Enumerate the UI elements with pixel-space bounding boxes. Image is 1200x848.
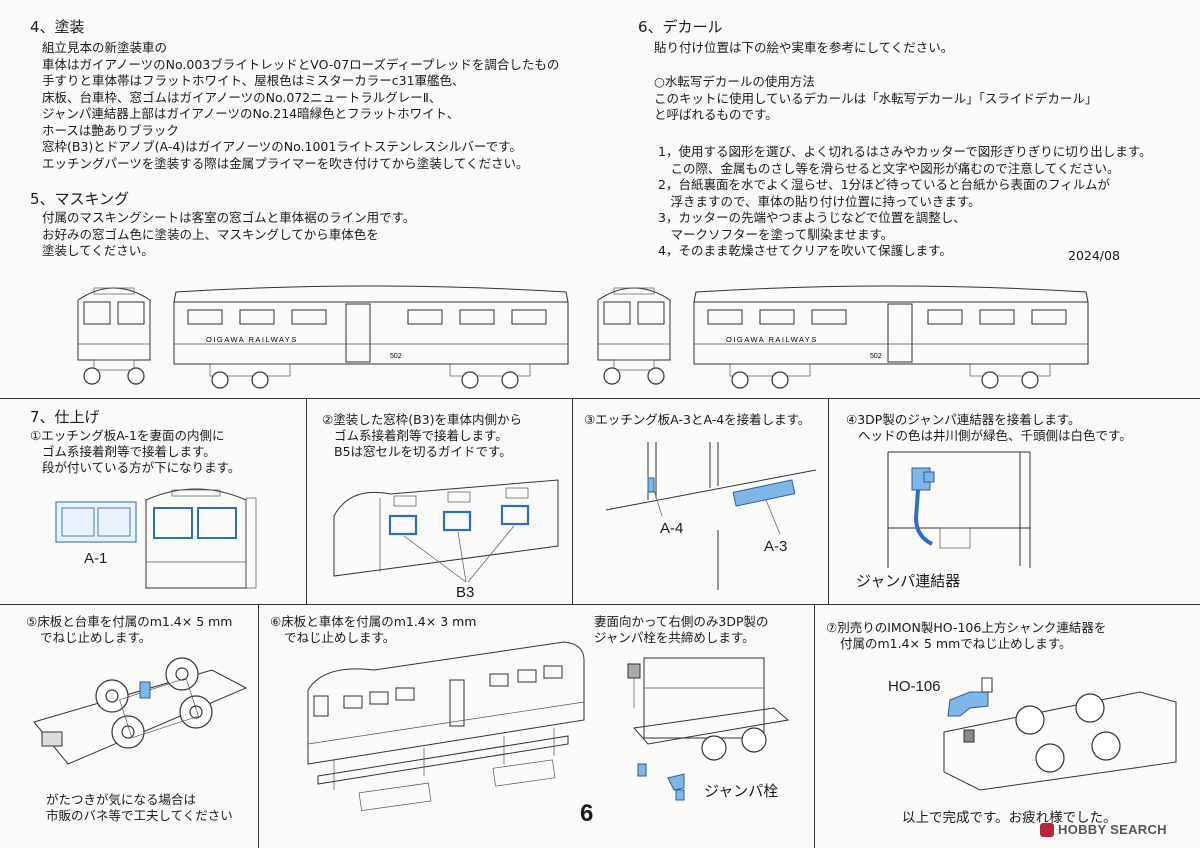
watermark-text: HOBBY SEARCH (1058, 822, 1167, 837)
step2-text: ②塗装した窓枠(B3)を車体内側から ゴム系接着剤等で接着します。 B5は窓セル… (322, 412, 522, 460)
step7-line: 付属のm1.4× 5 mmでねじ止めします。 (840, 636, 1072, 651)
step6-line: でねじ止めします。 (284, 630, 396, 645)
sec6-heading: 6、デカール (638, 18, 723, 36)
car-side-right: OIGAWA RAILWAYS 502 (693, 285, 1089, 389)
step2-line: B5は窓セルを切るガイドです。 (334, 444, 512, 459)
sec6-step: 3，カッターの先端やつまようじなどで位置を調整し、 (658, 210, 966, 225)
sec4-body: 組立見本の新塗装車の 車体はガイアノーツのNo.003ブライトレッドとVO-07… (42, 40, 559, 172)
divider (572, 398, 573, 604)
step7-line: ⑦別売りのIMON製HO-106上方シャンク連結器を (826, 620, 1107, 635)
step3-line: ③エッチング板A-3とA-4を接着します。 (584, 412, 811, 427)
sec4-line: 組立見本の新塗装車の (42, 40, 168, 55)
step1-label: A-1 (84, 550, 108, 567)
step2-line: ゴム系接着剤等で接着します。 (334, 428, 508, 443)
sec6-steps: 1，使用する図形を選び、よく切れるはさみやカッターで図形ぎりぎりに切り出します。… (658, 144, 1151, 260)
sec6-step: マークソフターを塗って馴染ませます。 (658, 226, 894, 242)
sec4-line: エッチングパーツを塗装する際は金属プライマーを吹き付けてから塗装してください。 (42, 155, 529, 171)
step5-note-line: 市販のバネ等で工夫してください (46, 808, 233, 823)
sec6-sub-line: このキットに使用しているデカールは「水転写デカール」「スライドデカール」 (654, 90, 1098, 106)
step2-line: ②塗装した窓枠(B3)を車体内側から (322, 412, 522, 427)
sec5-heading: 5、マスキング (30, 190, 130, 208)
step4-line: ヘッドの色は井川側が緑色、千頭側は白色です。 (858, 428, 1132, 443)
sec4-line: ホースは艶ありブラック (42, 122, 179, 138)
sec6-intro: 貼り付け位置は下の絵や実車を参考にしてください。 (654, 40, 954, 55)
sec5-body: 付属のマスキングシートは客室の窓ゴムと車体裾のライン用です。 お好みの窓ゴム色に… (42, 210, 415, 260)
sec4-heading: 4、塗装 (30, 18, 85, 36)
sec6-sub: ○水転写デカールの使用方法 このキットに使用しているデカールは「水転写デカール」… (654, 74, 1097, 124)
sec4-line: 手すりと車体帯はフラットホワイト、屋根色はミスターカラーc31軍艦色、 (42, 73, 465, 88)
car-side-left: OIGAWA RAILWAYS 502 (173, 285, 569, 389)
step4-text: ④3DP製のジャンパ連結器を接着します。 ヘッドの色は井川側が緑色、千頭側は白色… (846, 412, 1132, 444)
page-number: 6 (580, 800, 594, 827)
step7-drawing (943, 677, 1177, 791)
step5-drawing (33, 657, 248, 765)
etching-a1-part (55, 501, 137, 543)
sec6-step: 2，台紙裏面を水でよく湿らせ、1分ほど待っていると台紙から表面のフィルムが (658, 177, 1111, 192)
step3-label-a4: A-4 (660, 520, 684, 537)
sec6-step: 1，使用する図形を選び、よく切れるはさみやカッターで図形ぎりぎりに切り出します。 (658, 144, 1152, 159)
sec6-sub-line: ○水転写デカールの使用方法 (654, 74, 815, 89)
sec4-line: 窓枠(B3)とドアノブ(A-4)はガイアノーツのNo.1001ライトステンレスシ… (42, 139, 522, 154)
car-number-label: 502 (870, 353, 882, 360)
step6b-line: ジャンパ栓を共締めします。 (594, 630, 755, 645)
step3-text: ③エッチング板A-3とA-4を接着します。 (584, 412, 810, 428)
step6b-line: 妻面向かって右側のみ3DP製の (594, 614, 769, 629)
divider (258, 604, 259, 848)
step7-text: ⑦別売りのIMON製HO-106上方シャンク連結器を 付属のm1.4× 5 mm… (826, 620, 1106, 652)
divider (306, 398, 307, 604)
step5-line: でねじ止めします。 (40, 630, 152, 645)
car-number-label: 502 (390, 353, 402, 360)
step5-note-line: がたつきが気になる場合は (46, 792, 197, 807)
divider-top (0, 398, 1200, 399)
step6-line: ⑥床板と車体を付属のm1.4× 3 mm (270, 614, 477, 629)
step5-note: がたつきが気になる場合は 市販のバネ等で工夫してください (46, 792, 233, 824)
step5-line: ⑤床板と台車を付属のm1.4× 5 mm (26, 614, 233, 629)
sec7-heading: 7、仕上げ (30, 408, 100, 426)
hobby-search-icon (1040, 822, 1054, 837)
divider-middle (0, 604, 1200, 605)
step7-label: HO-106 (888, 678, 941, 695)
step6b-drawing (627, 657, 790, 801)
step3-label-a3: A-3 (764, 538, 788, 555)
step1-text: ①エッチング板A-1を妻面の内側に ゴム系接着剤等で接着します。 段が付いている… (30, 428, 240, 476)
step2-drawing (333, 479, 559, 583)
step1-line: 段が付いている方が下になります。 (42, 460, 241, 475)
step1-drawing (55, 488, 257, 589)
step6b-label: ジャンパ栓 (704, 783, 779, 800)
sec4-line: ジャンパ連結器上部はガイアノーツのNo.214暗緑色とフラットホワイト、 (42, 106, 460, 121)
sec6-step: 浮きますので、車体の貼り付け位置に持っていきます。 (658, 193, 981, 209)
step4-line: ④3DP製のジャンパ連結器を接着します。 (846, 412, 1081, 427)
sec5-line: 付属のマスキングシートは客室の窓ゴムと車体裾のライン用です。 (42, 210, 416, 225)
step6-text: ⑥床板と車体を付属のm1.4× 3 mm でねじ止めします。 (270, 614, 477, 646)
sec5-line: 塗装してください。 (42, 243, 154, 258)
step1-line: ゴム系接着剤等で接着します。 (42, 444, 216, 459)
sec6-sub-line: と呼ばれるものです。 (654, 107, 778, 122)
step1-line: ①エッチング板A-1を妻面の内側に (30, 428, 225, 443)
car-name-label: OIGAWA RAILWAYS (206, 335, 298, 344)
step4-drawing (887, 451, 1031, 568)
car-name-label: OIGAWA RAILWAYS (726, 335, 818, 344)
sec4-line: 床板、台車枠、窓ゴムはガイアノーツのNo.072ニュートラルグレーⅡ、 (42, 89, 442, 105)
step6-drawing (307, 641, 585, 812)
car-end-right (597, 287, 671, 385)
sec6-step: この際、金属ものさし等を滑らせると文字や図形が痛むので注意してください。 (658, 160, 1120, 176)
sec6-step: 4，そのまま乾燥させてクリアを吹いて保護します。 (658, 243, 952, 258)
watermark-logo: HOBBY SEARCH (1040, 822, 1167, 837)
step5-text: ⑤床板と台車を付属のm1.4× 5 mm でねじ止めします。 (26, 614, 233, 646)
sec4-line: 車体はガイアノーツのNo.003ブライトレッドとVO-07ローズディープレッドを… (42, 56, 560, 72)
sec6-date: 2024/08 (1068, 248, 1120, 263)
sec5-line: お好みの窓ゴム色に塗装の上、マスキングしてから車体色を (42, 226, 379, 242)
step6b-text: 妻面向かって右側のみ3DP製の ジャンパ栓を共締めします。 (594, 614, 769, 646)
divider (814, 604, 815, 848)
car-end-left (77, 287, 151, 385)
step2-label: B3 (456, 584, 475, 601)
divider (828, 398, 829, 604)
step4-label: ジャンパ連結器 (856, 573, 961, 590)
finish-text: 以上で完成です。お疲れ様でした。 (902, 810, 1117, 826)
step3-drawing (605, 442, 817, 590)
